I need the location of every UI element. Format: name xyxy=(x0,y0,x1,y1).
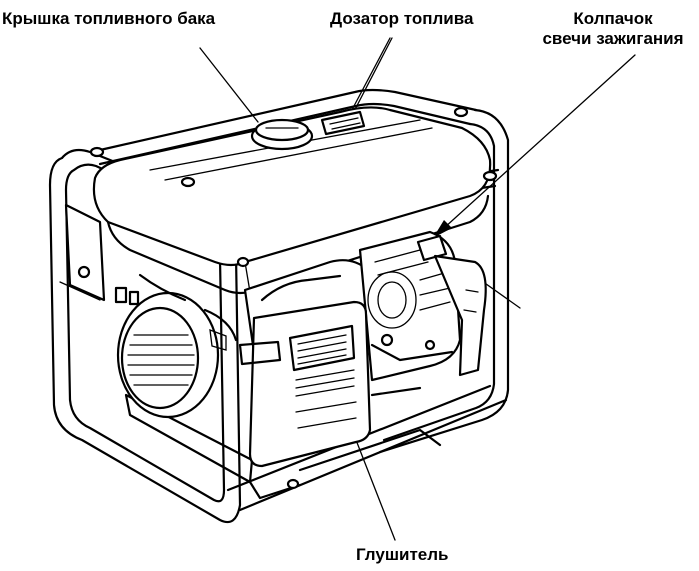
leader-arrowhead xyxy=(433,220,452,238)
spark-plug-cap xyxy=(416,234,487,377)
frame-bolts xyxy=(89,106,498,490)
leader-muffler xyxy=(355,439,396,541)
control-panel xyxy=(59,203,140,306)
label-muffler: Глушитель xyxy=(356,545,449,564)
label-spark-plug-cap: Колпачок свечи зажигания xyxy=(530,9,696,49)
label-spark-plug-cap-line2: свечи зажигания xyxy=(542,29,684,48)
fuel-tank-cap xyxy=(250,118,314,151)
alternator xyxy=(116,291,238,419)
muffler xyxy=(238,274,372,468)
fuel-valve xyxy=(320,110,366,136)
label-fuel-valve: Дозатор топлива xyxy=(330,9,474,28)
engine-parts xyxy=(138,273,454,397)
leader-spark-plug-cap xyxy=(432,54,636,239)
label-fuel-tank-cap: Крышка топливного бака xyxy=(2,9,216,28)
leader-fuel-tank-cap xyxy=(199,47,259,123)
label-spark-plug-cap-line1: Колпачок xyxy=(573,9,653,28)
